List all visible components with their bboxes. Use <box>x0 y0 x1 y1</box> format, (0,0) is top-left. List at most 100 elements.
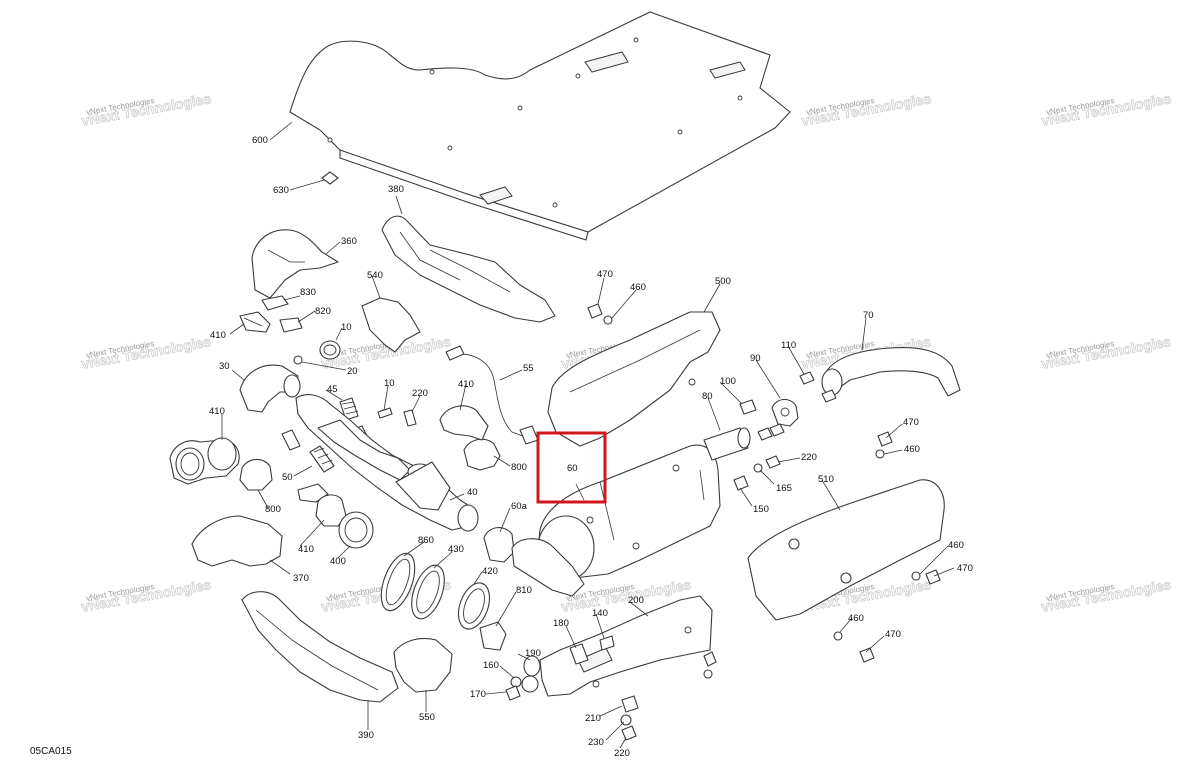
callout-180: 180 <box>553 618 569 629</box>
callout-90: 90 <box>750 353 761 364</box>
pipe-80 <box>703 427 751 461</box>
callout-460: 460 <box>630 282 646 293</box>
bolt-470-top <box>587 303 603 319</box>
callout-860: 860 <box>418 535 434 546</box>
washer-460-bottom <box>833 631 843 641</box>
bolt-140 <box>599 635 615 651</box>
callout-230: 230 <box>588 737 604 748</box>
bolt-210 <box>621 695 639 713</box>
callout-630: 630 <box>273 185 289 196</box>
callout-220: 220 <box>412 388 428 399</box>
callout-420: 420 <box>482 566 498 577</box>
o2-sensor-55 <box>445 345 539 445</box>
callout-220b: 220 <box>801 452 817 463</box>
heat-shield-390 <box>241 591 399 703</box>
callout-30: 30 <box>219 361 230 372</box>
highlight-box-callout-60[interactable] <box>536 431 607 504</box>
callout-500: 500 <box>715 276 731 287</box>
callout-390: 390 <box>358 730 374 741</box>
callout-460d: 460 <box>848 613 864 624</box>
callout-400: 400 <box>330 556 346 567</box>
callout-110: 110 <box>781 340 796 351</box>
callout-60: 60 <box>567 463 578 474</box>
callout-10b: 10 <box>384 378 395 389</box>
clamp-410-bottom <box>315 494 347 527</box>
callout-60a: 60a <box>511 501 528 512</box>
callout-470b: 470 <box>903 417 919 428</box>
callout-200: 200 <box>628 595 644 606</box>
spring-45 <box>339 397 359 421</box>
callout-600: 600 <box>252 135 268 146</box>
grommet-190 <box>521 655 541 693</box>
bolt-220-left <box>403 409 417 427</box>
nut-220 <box>765 455 781 469</box>
callout-210: 210 <box>585 713 601 724</box>
callout-10: 10 <box>341 322 352 333</box>
callout-55: 55 <box>523 363 534 374</box>
callout-410b: 410 <box>458 379 474 390</box>
bolt-470-bottom <box>859 647 875 663</box>
callout-510: 510 <box>818 474 834 485</box>
callout-430: 430 <box>448 544 464 555</box>
exhaust-elbow-30 <box>239 364 301 413</box>
callout-470d: 470 <box>885 629 901 640</box>
bolt-150 <box>733 475 749 491</box>
bolt-170 <box>505 685 521 701</box>
clamp-400 <box>338 511 374 549</box>
figure-code: 05CA015 <box>30 746 72 757</box>
heat-shield-500 <box>547 311 721 447</box>
callout-labels: 600 630 380 360 830 820 410 10 20 540 30… <box>209 135 973 759</box>
callout-820: 820 <box>315 306 331 317</box>
heat-shield-370 <box>191 515 283 567</box>
bracket-810b <box>479 621 507 651</box>
callout-190: 190 <box>525 648 541 659</box>
callout-410c: 410 <box>209 406 225 417</box>
callout-540: 540 <box>367 270 383 281</box>
nut-220-bottom <box>621 725 637 741</box>
callout-100: 100 <box>720 376 736 387</box>
clamp-830 <box>261 295 289 311</box>
callout-810: 810 <box>516 585 532 596</box>
washer-20 <box>293 355 303 365</box>
callout-140: 140 <box>592 608 608 619</box>
bolt-470-low <box>925 569 941 585</box>
callout-160: 160 <box>483 660 499 671</box>
callout-40: 40 <box>467 487 478 498</box>
heat-shield-540 <box>361 297 421 353</box>
callout-70: 70 <box>863 310 874 321</box>
callout-45: 45 <box>327 384 338 395</box>
callout-800b: 800 <box>511 462 527 473</box>
washer-460-top <box>603 315 613 325</box>
bushing-180 <box>569 643 589 665</box>
callout-410: 410 <box>210 330 226 341</box>
callout-800: 800 <box>265 504 281 515</box>
callout-370: 370 <box>293 573 309 584</box>
callout-470: 470 <box>597 269 613 280</box>
clamp-860 <box>380 552 416 612</box>
clamp-410-left <box>169 437 240 485</box>
callout-360: 360 <box>341 236 357 247</box>
callout-410d: 410 <box>298 544 314 555</box>
washer-460-low <box>911 571 921 581</box>
o-ring-10 <box>319 340 341 360</box>
clip-630 <box>321 171 339 185</box>
clamp-420 <box>457 582 491 630</box>
heat-shield-380 <box>381 215 556 323</box>
callout-50: 50 <box>282 472 293 483</box>
callout-80: 80 <box>702 391 713 402</box>
spring-100 <box>739 399 757 415</box>
clamp-800-right <box>463 438 501 471</box>
bolt-10b <box>377 407 393 419</box>
callout-20: 20 <box>347 366 358 377</box>
bolt-right-bracket <box>703 651 717 679</box>
callout-830: 830 <box>300 287 316 298</box>
callout-460c: 460 <box>948 540 964 551</box>
leader-lines <box>221 121 955 749</box>
callout-165: 165 <box>776 483 792 494</box>
callout-460b: 460 <box>904 444 920 455</box>
washer-460-right <box>875 449 885 459</box>
spring-50b <box>281 429 301 451</box>
clamp-800-left <box>239 458 273 491</box>
bracket-200 <box>539 595 713 697</box>
